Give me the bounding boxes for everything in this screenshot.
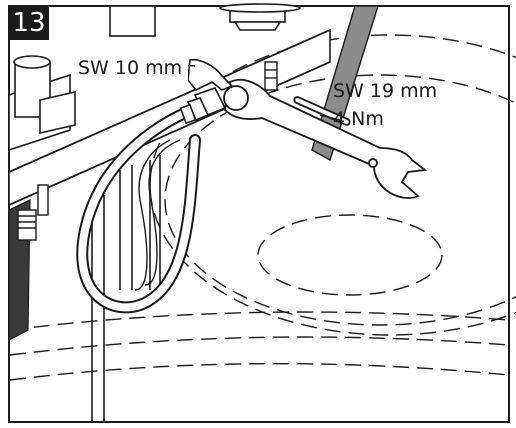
basin-lower-edge-1 <box>9 311 510 331</box>
mount-bar <box>311 5 379 162</box>
mounting-studs <box>17 61 278 241</box>
torque-label: 4 Nm <box>333 108 384 130</box>
basin-drain <box>257 214 443 296</box>
flex-hose <box>76 99 211 314</box>
callout-leaders <box>319 114 341 121</box>
basin-lower-edge-3 <box>9 362 510 381</box>
basin-lower-edge-2 <box>9 336 510 356</box>
large-wrench-size-label: SW 19 mm <box>333 80 438 102</box>
step-number: 13 <box>9 6 49 40</box>
large-wrench <box>223 78 428 199</box>
basin-outline <box>9 34 516 381</box>
faucet-body <box>8 3 301 152</box>
basin-inner-rim <box>164 74 516 326</box>
supply-pipes <box>91 155 161 422</box>
small-wrench-size-label: SW 10 mm <box>72 55 189 81</box>
